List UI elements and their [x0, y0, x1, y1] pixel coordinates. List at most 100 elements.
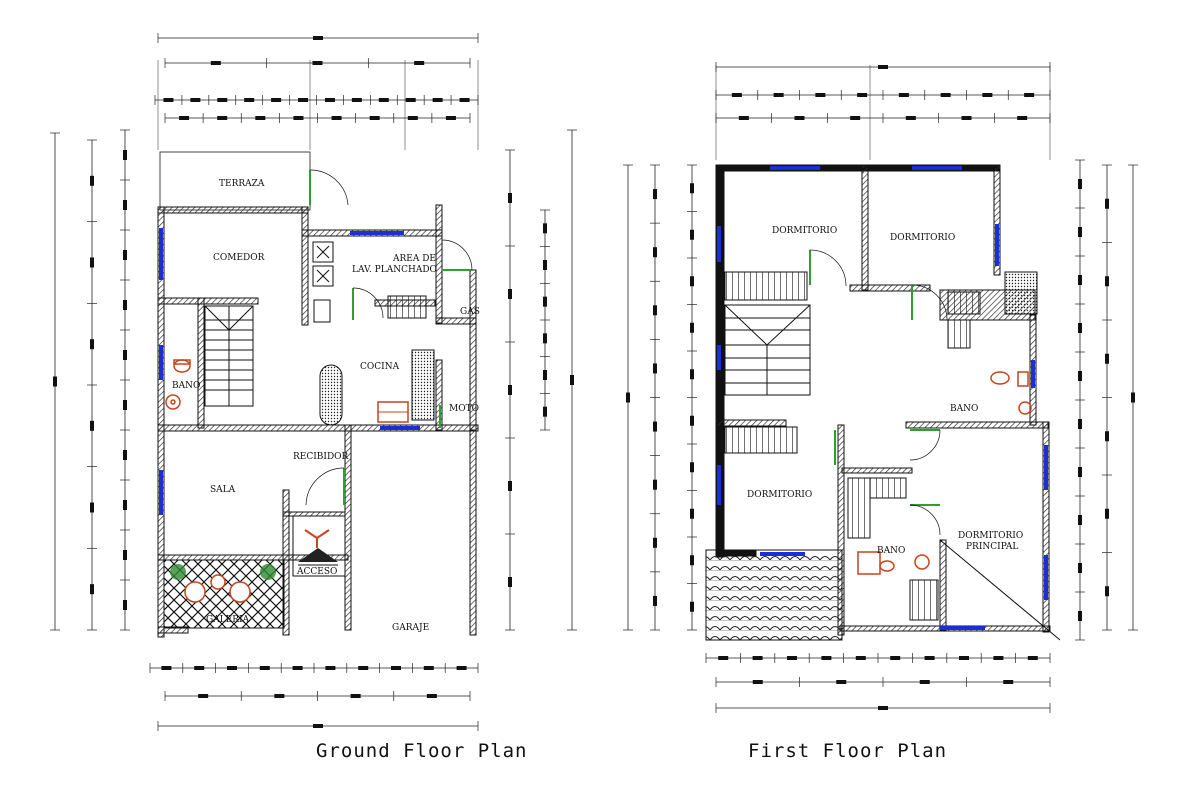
- ground-floor-plan: TERRAZA COMEDOR AREA DE LAV. PLANCHADO G…: [157, 151, 480, 638]
- dimension-tick: [1078, 419, 1082, 429]
- dimension-tick: [350, 694, 361, 698]
- dimension-tick: [1078, 515, 1082, 525]
- dimension-tick: [123, 450, 127, 460]
- dimension-tick: [90, 502, 94, 513]
- dimension-tick: [123, 300, 127, 310]
- dimension-tick: [878, 65, 888, 69]
- dimension-tick: [1105, 508, 1109, 519]
- label-dormitorio-principal-2: PRINCIPAL: [966, 542, 1018, 552]
- dimension-tick: [690, 508, 694, 519]
- label-bano-lower: BANO: [877, 546, 905, 556]
- dimension-tick: [982, 93, 993, 97]
- dimension-tick: [1078, 227, 1082, 237]
- dimension-tick: [358, 666, 369, 670]
- dimension-tick: [1078, 611, 1082, 621]
- first-floor-title: First Floor Plan: [748, 740, 948, 762]
- acceso-area: [292, 515, 346, 577]
- dimension-tick: [351, 98, 362, 102]
- dimension-tick: [690, 462, 694, 473]
- first-room-labels: DORMITORIO DORMITORIO BANO DORMITORIO DO…: [747, 226, 1023, 556]
- label-recibidor: RECIBIDOR: [293, 452, 349, 462]
- dimension-tick: [850, 116, 861, 120]
- dimension-tick: [1105, 353, 1109, 364]
- dimension-tick: [1131, 392, 1135, 403]
- label-gas: GAS: [460, 307, 480, 317]
- dimension-tick: [378, 98, 389, 102]
- dimension-tick: [331, 116, 342, 120]
- dimension-tick: [905, 116, 916, 120]
- label-acceso: ACCESO: [296, 567, 337, 577]
- dimension-tick: [626, 392, 630, 403]
- dimension-tick: [543, 260, 547, 270]
- ground-floor-title: Ground Floor Plan: [316, 740, 528, 762]
- dimension-tick: [163, 98, 174, 102]
- dimension-tick: [543, 223, 547, 234]
- dimension-tick: [391, 666, 401, 670]
- dimension-tick: [244, 98, 255, 102]
- dimension-tick: [752, 656, 763, 660]
- dimension-tick: [210, 61, 221, 65]
- dimension-tick: [878, 706, 888, 710]
- dimension-tick: [857, 93, 868, 97]
- dimension-tick: [179, 116, 190, 120]
- dimension-tick: [1078, 467, 1082, 477]
- dimension-tick: [924, 656, 935, 660]
- dimension-tick: [161, 666, 172, 670]
- dimension-tick: [123, 150, 127, 160]
- ground-doors: [309, 170, 472, 505]
- dimension-tick: [123, 200, 127, 210]
- label-bano-upper: BANO: [950, 404, 978, 414]
- dimension-tick: [815, 93, 826, 97]
- dimension-tick: [787, 656, 797, 660]
- dimension-tick: [90, 584, 94, 595]
- dimension-tick: [123, 250, 127, 260]
- first-door-swings: [809, 249, 948, 536]
- dimension-tick: [255, 116, 266, 120]
- dimension-tick: [1003, 680, 1014, 684]
- dimension-tick: [993, 656, 1004, 660]
- label-sala: SALA: [210, 485, 236, 495]
- dimension-tick: [690, 555, 694, 566]
- dimension-tick: [1017, 116, 1028, 120]
- dimension-tick: [426, 694, 437, 698]
- dimension-tick: [653, 247, 657, 258]
- dimension-tick: [123, 600, 127, 610]
- dimension-tick: [773, 93, 784, 97]
- dimension-tick: [217, 98, 228, 102]
- kitchen-fixtures: [312, 241, 435, 426]
- ground-stairs: [204, 305, 254, 407]
- dimension-tick: [1105, 431, 1109, 442]
- dimension-tick: [292, 666, 303, 670]
- label-area-de: AREA DE: [392, 254, 436, 264]
- dimension-tick: [90, 257, 94, 268]
- dimension-tick: [325, 666, 336, 670]
- dimension-tick: [653, 595, 657, 606]
- label-galeria: GALERIA: [206, 615, 250, 625]
- ground-windows: [159, 228, 420, 515]
- dimension-tick: [855, 656, 866, 660]
- dimension-tick: [919, 680, 930, 684]
- dimension-tick: [313, 724, 323, 728]
- first-windows: [717, 166, 1048, 630]
- dimension-tick: [313, 36, 323, 40]
- dimension-tick: [961, 116, 972, 120]
- dimension-tick: [690, 276, 694, 287]
- bathroom-fixtures: [165, 359, 191, 410]
- label-comedor: COMEDOR: [213, 253, 265, 263]
- dimension-tick: [508, 385, 512, 395]
- dimension-tick: [653, 537, 657, 548]
- dimension-tick: [1078, 563, 1082, 573]
- dimension-tick: [123, 550, 127, 560]
- label-terraza: TERRAZA: [219, 179, 265, 189]
- dimension-tick: [690, 601, 694, 612]
- label-moto: MOTO: [449, 404, 479, 414]
- dimension-tick: [293, 116, 304, 120]
- dimension-tick: [690, 415, 694, 426]
- label-lav-planchado: LAV. PLANCHADO: [352, 265, 437, 275]
- dimension-tick: [653, 363, 657, 374]
- galeria-area: [163, 559, 285, 629]
- dimension-tick: [90, 175, 94, 186]
- dimension-tick: [508, 577, 512, 587]
- dimension-tick: [369, 116, 380, 120]
- label-garaje: GARAJE: [392, 623, 429, 633]
